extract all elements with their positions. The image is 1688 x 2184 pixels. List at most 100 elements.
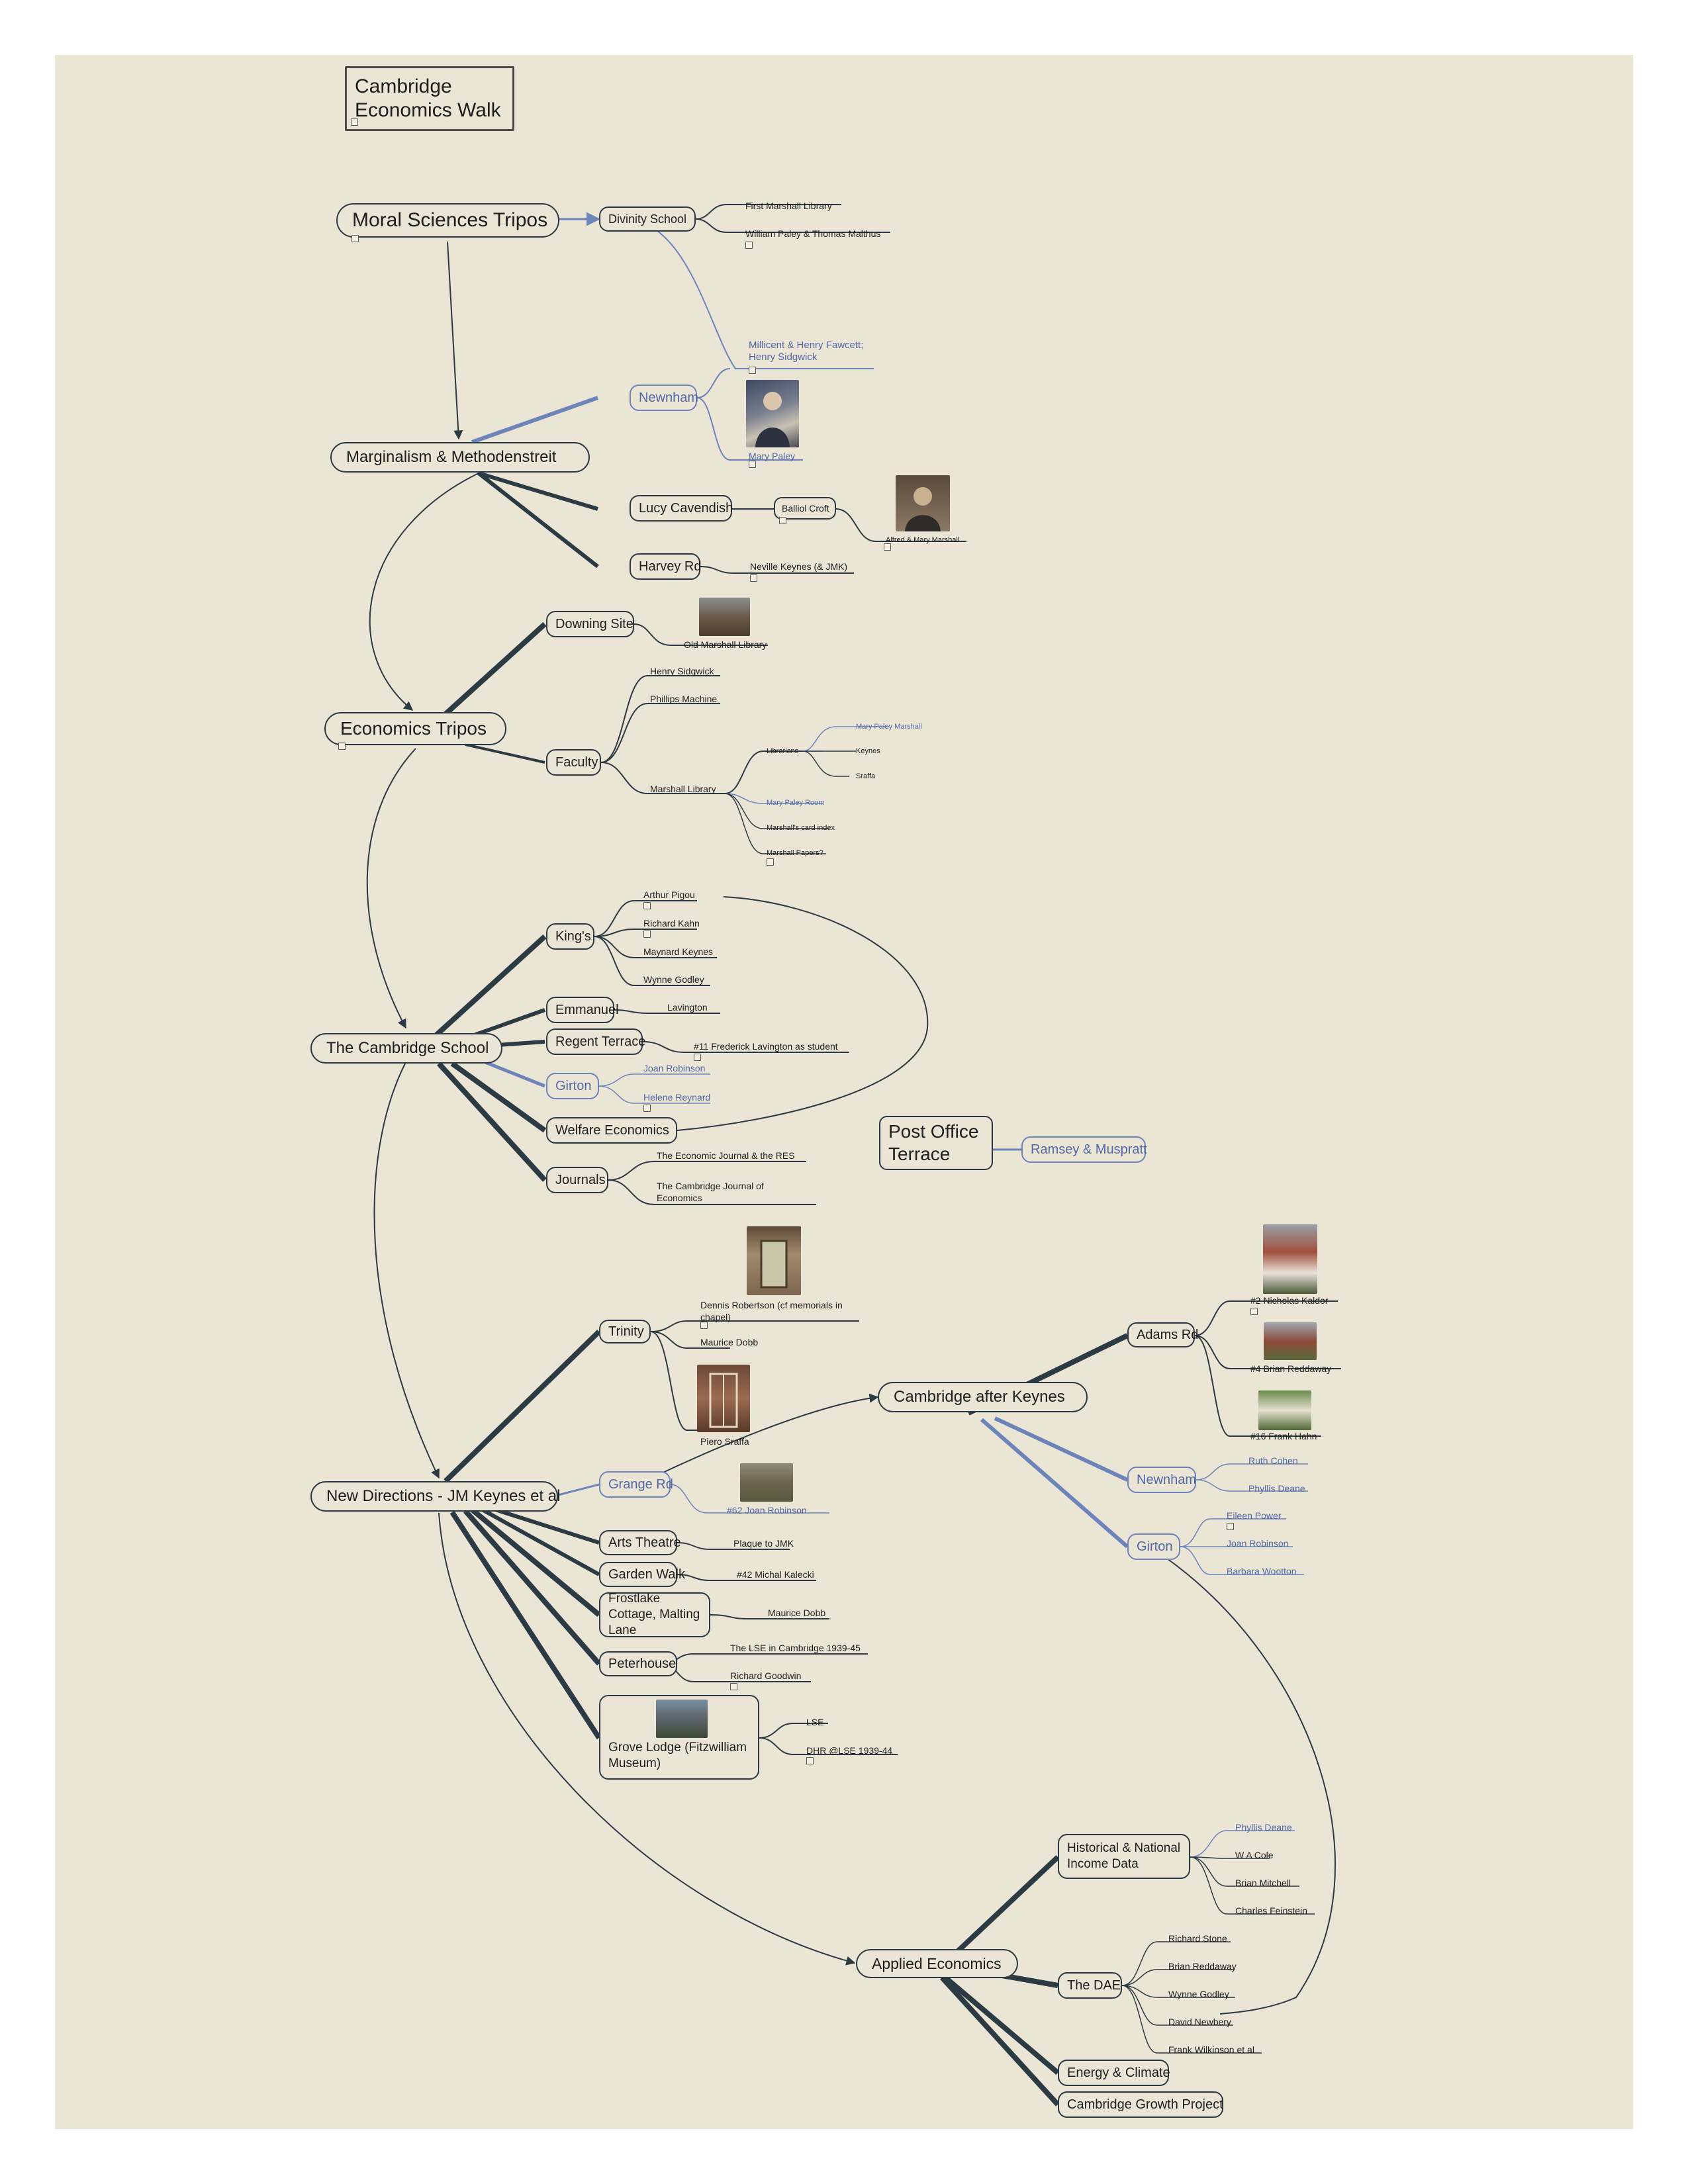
node-energy-climate[interactable]: Energy & Climate bbox=[1058, 2060, 1170, 2086]
leaf-mary-paley-marshall: Mary Paley Marshall bbox=[856, 723, 922, 731]
leaf-henry-sidgwick: Henry Sidgwick bbox=[650, 666, 714, 676]
node-arts-theatre[interactable]: Arts Theatre bbox=[599, 1530, 681, 1555]
note-icon[interactable] bbox=[745, 242, 753, 249]
topic-applied-economics[interactable]: Applied Economics bbox=[856, 1949, 1018, 1978]
leaf-card-index: Marshall's card index bbox=[767, 824, 835, 832]
note-icon[interactable] bbox=[338, 743, 346, 750]
leaf-brian-reddaway-applied: Brian Reddaway bbox=[1168, 1961, 1237, 1972]
leaf-marshall-papers: Marshall Papers? bbox=[767, 849, 823, 857]
node-balliol-croft[interactable]: Balliol Croft bbox=[774, 497, 836, 520]
leaf-wynne-godley: Wynne Godley bbox=[643, 974, 704, 985]
topic-marginalism[interactable]: Marginalism & Methodenstreit bbox=[330, 442, 590, 473]
leaf-lse-cambridge: The LSE in Cambridge 1939-45 bbox=[730, 1643, 861, 1653]
leaf-librarians: Librarians bbox=[767, 747, 799, 755]
note-icon[interactable] bbox=[351, 118, 358, 126]
topic-post-office-terrace[interactable]: Post Office Terrace bbox=[879, 1116, 993, 1170]
leaf-wa-cole: W A Cole bbox=[1235, 1850, 1274, 1860]
node-cambridge-growth-project[interactable]: Cambridge Growth Project bbox=[1058, 2091, 1223, 2118]
node-welfare-economics[interactable]: Welfare Economics bbox=[546, 1117, 677, 1144]
leaf-marshall-library: Marshall Library bbox=[650, 784, 716, 794]
note-icon[interactable] bbox=[643, 1105, 651, 1112]
topic-cambridge-after-keynes[interactable]: Cambridge after Keynes bbox=[878, 1382, 1088, 1412]
leaf-phillips-machine: Phillips Machine bbox=[650, 694, 718, 704]
node-journals[interactable]: Journals bbox=[546, 1167, 608, 1193]
node-the-dae[interactable]: The DAE bbox=[1058, 1972, 1122, 1999]
leaf-wynne-godley-applied: Wynne Godley bbox=[1168, 1989, 1229, 1999]
note-icon[interactable] bbox=[884, 543, 891, 551]
grove-lodge-photo bbox=[656, 1700, 708, 1738]
leaf-piero-sraffa: Piero Sraffa bbox=[700, 1436, 749, 1447]
connector-lines bbox=[366, 204, 1341, 2107]
node-trinity[interactable]: Trinity bbox=[599, 1320, 651, 1343]
node-divinity-school[interactable]: Divinity School bbox=[599, 206, 696, 232]
note-icon[interactable] bbox=[643, 902, 651, 909]
leaf-brian-reddaway: #4 Brian Reddaway bbox=[1250, 1363, 1332, 1374]
house-photo bbox=[1264, 1322, 1317, 1360]
leaf-helene-reynard: Helene Reynard bbox=[643, 1092, 711, 1103]
note-icon[interactable] bbox=[700, 1322, 708, 1329]
node-emmanuel[interactable]: Emmanuel bbox=[546, 997, 619, 1023]
node-grange-rd[interactable]: Grange Rd bbox=[599, 1471, 673, 1498]
portrait-photo bbox=[896, 475, 950, 531]
leaf-ruth-cohen: Ruth Cohen bbox=[1248, 1455, 1298, 1466]
memorial-photo bbox=[747, 1226, 801, 1295]
map-title: Cambridge Economics Walk bbox=[345, 66, 514, 131]
note-icon[interactable] bbox=[767, 858, 774, 866]
building-photo bbox=[699, 598, 750, 636]
node-girton[interactable]: Girton bbox=[546, 1073, 599, 1099]
leaf-first-marshall-library: First Marshall Library bbox=[745, 201, 832, 211]
leaf-mary-paley: Mary Paley bbox=[749, 451, 796, 461]
node-peterhouse[interactable]: Peterhouse bbox=[599, 1651, 677, 1676]
node-garden-walk[interactable]: Garden Walk bbox=[599, 1562, 685, 1587]
leaf-maurice-dobb: Maurice Dobb bbox=[700, 1337, 759, 1347]
leaf-brian-mitchell: Brian Mitchell bbox=[1235, 1878, 1291, 1888]
note-icon[interactable] bbox=[749, 367, 756, 374]
topic-new-directions[interactable]: New Directions - JM Keynes et al bbox=[310, 1481, 560, 1512]
note-icon[interactable] bbox=[1250, 1308, 1258, 1315]
node-historical-data[interactable]: Historical & National Income Data bbox=[1058, 1834, 1190, 1879]
topic-economics-tripos[interactable]: Economics Tripos bbox=[324, 712, 506, 745]
node-frostlake-cottage[interactable]: Frostlake Cottage, Malting Lane bbox=[599, 1592, 710, 1637]
leaf-plaque-jmk: Plaque to JMK bbox=[733, 1538, 794, 1549]
leaf-nicholas-kaldor: #2 Nicholas Kaldor bbox=[1250, 1295, 1329, 1306]
leaf-phyllis-deane-applied: Phyllis Deane bbox=[1235, 1822, 1292, 1833]
node-kings[interactable]: King's bbox=[546, 923, 594, 950]
node-regent-terrace[interactable]: Regent Terrace bbox=[546, 1028, 645, 1055]
node-lucy-cavendish[interactable]: Lucy Cavendish bbox=[630, 495, 733, 522]
grove-lodge-label: Grove Lodge (Fitzwilliam Museum) bbox=[608, 1741, 747, 1770]
note-icon[interactable] bbox=[730, 1683, 737, 1690]
node-newnham-after[interactable]: Newnham bbox=[1127, 1467, 1196, 1493]
leaf-frank-hahn: #16 Frank Hahn bbox=[1250, 1431, 1317, 1441]
topic-cambridge-school[interactable]: The Cambridge School bbox=[310, 1033, 502, 1064]
note-icon[interactable] bbox=[750, 574, 757, 582]
leaf-arthur-pigou: Arthur Pigou bbox=[643, 889, 695, 900]
node-harvey-rd[interactable]: Harvey Rd bbox=[630, 553, 701, 580]
topic-moral-sciences-tripos[interactable]: Moral Sciences Tripos bbox=[336, 203, 559, 238]
leaf-alfred-mary-marshall: Alfred & Mary Marshall bbox=[886, 536, 960, 544]
leaf-joan-robinson-62: #62 Joan Robinson bbox=[727, 1505, 807, 1516]
note-icon[interactable] bbox=[694, 1054, 701, 1061]
node-downing-site[interactable]: Downing Site bbox=[546, 611, 634, 637]
leaf-maynard-keynes: Maynard Keynes bbox=[643, 946, 714, 957]
leaf-richard-kahn: Richard Kahn bbox=[643, 918, 700, 929]
note-icon[interactable] bbox=[806, 1757, 814, 1764]
portrait-photo bbox=[746, 380, 799, 447]
leaf-paley-malthus: William Paley & Thomas Malthus bbox=[745, 228, 881, 239]
leaf-frostlake-dobb: Maurice Dobb bbox=[768, 1608, 826, 1618]
node-newnham[interactable]: Newnham bbox=[630, 385, 698, 411]
note-icon[interactable] bbox=[352, 235, 359, 242]
node-girton-after[interactable]: Girton bbox=[1127, 1533, 1180, 1560]
node-ramsey-muspratt[interactable]: Ramsey & Muspratt bbox=[1021, 1136, 1147, 1163]
note-icon[interactable] bbox=[643, 931, 651, 938]
note-icon[interactable] bbox=[779, 517, 786, 524]
leaf-fawcett-sidgwick: Millicent & Henry Fawcett; Henry Sidgwic… bbox=[749, 340, 864, 363]
leaf-richard-stone: Richard Stone bbox=[1168, 1933, 1227, 1944]
leaf-joan-robinson: Joan Robinson bbox=[643, 1063, 706, 1073]
node-faculty[interactable]: Faculty bbox=[546, 749, 601, 776]
note-icon[interactable] bbox=[749, 461, 756, 468]
leaf-economic-journal: The Economic Journal & the RES bbox=[657, 1150, 795, 1161]
leaf-lavington: Lavington bbox=[667, 1002, 708, 1013]
note-icon[interactable] bbox=[1227, 1523, 1234, 1530]
leaf-david-newbery: David Newbery bbox=[1168, 2017, 1231, 2027]
node-adams-rd[interactable]: Adams Rd bbox=[1127, 1322, 1198, 1347]
